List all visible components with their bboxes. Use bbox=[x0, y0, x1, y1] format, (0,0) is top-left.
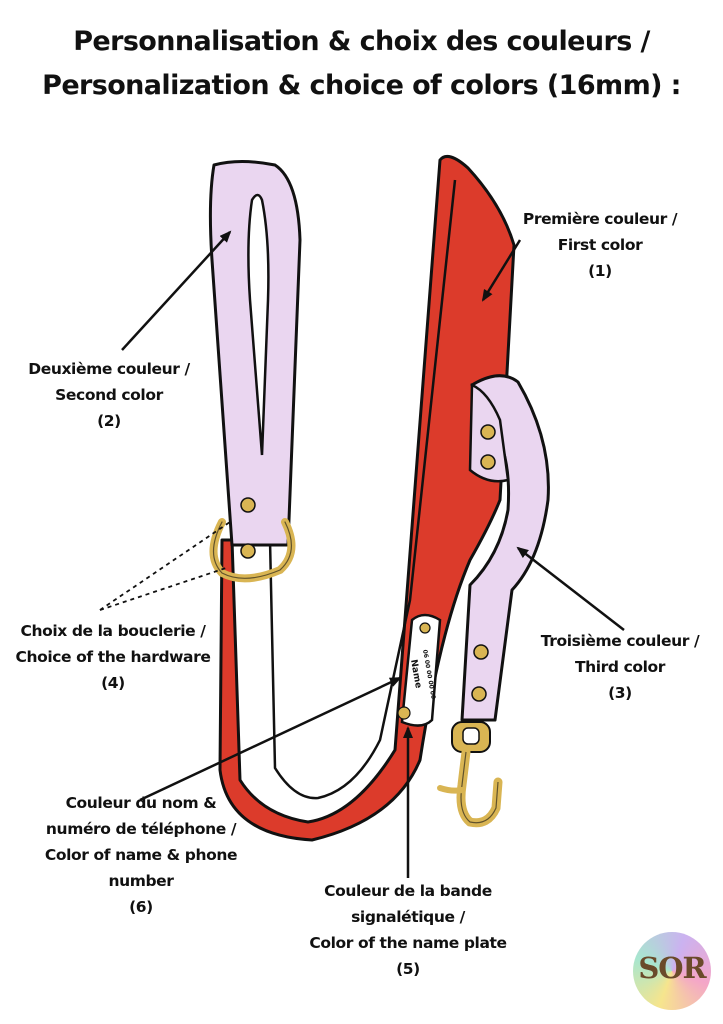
label-name-plate: Couleur de la bande signalétique / Color… bbox=[309, 882, 507, 978]
page-title-fr: Personnalisation & choix des couleurs / bbox=[73, 26, 650, 57]
label-third-color: Troisième couleur / Third color (3) bbox=[540, 632, 700, 702]
arrow-second-color bbox=[121, 230, 232, 351]
label-name-phone: Couleur du nom & numéro de téléphone / C… bbox=[44, 794, 238, 916]
rivet-icon bbox=[473, 644, 489, 660]
rivet-icon bbox=[240, 543, 256, 559]
rivet-icon bbox=[240, 497, 256, 513]
logo-text: SOR bbox=[638, 951, 706, 985]
arrow-name-phone bbox=[139, 676, 402, 802]
logo-icon: SOR bbox=[633, 932, 711, 1010]
third-color-strap bbox=[460, 374, 550, 722]
label-hardware: Choix de la bouclerie / Choice of the ha… bbox=[15, 622, 211, 692]
name-plate bbox=[400, 613, 442, 727]
rivet-icon bbox=[397, 706, 411, 720]
page-title-en: Personalization & choice of colors (16mm… bbox=[42, 70, 681, 101]
arrow-third-color bbox=[516, 546, 625, 631]
first-color-strap bbox=[218, 154, 516, 842]
arrow-hardware-2 bbox=[99, 567, 227, 611]
rivet-icon bbox=[419, 622, 431, 634]
rivet-icon bbox=[480, 454, 496, 470]
arrow-hardware-1 bbox=[99, 521, 231, 611]
label-first-color: Première couleur / First color (1) bbox=[522, 210, 678, 280]
label-second-color: Deuxième couleur / Second color (2) bbox=[28, 360, 190, 430]
rivet-icon bbox=[480, 424, 496, 440]
arrow-first-color bbox=[481, 239, 522, 302]
rivet-icon bbox=[471, 686, 487, 702]
plate-name-text: Name bbox=[408, 659, 423, 689]
snap-hook-icon bbox=[437, 721, 503, 828]
